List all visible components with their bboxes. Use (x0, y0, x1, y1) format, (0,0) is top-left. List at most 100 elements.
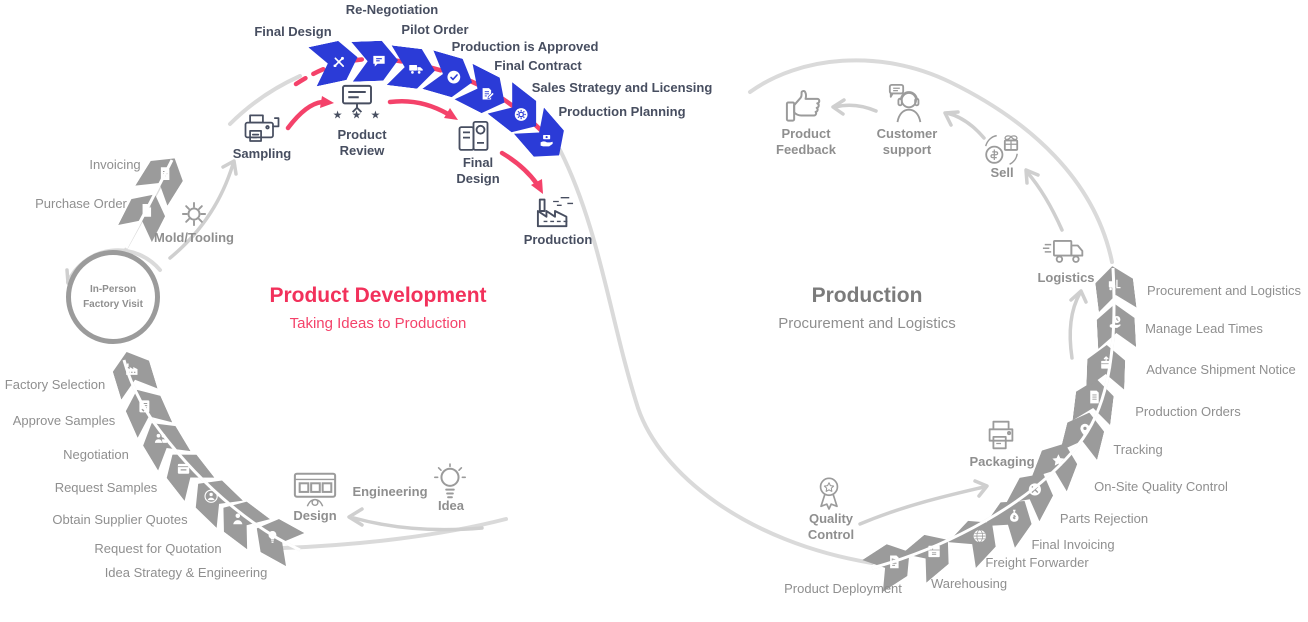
label-re-negotiation: Re-Negotiation (345, 2, 439, 17)
label-idea-strategy: Idea Strategy & Engineering (104, 565, 268, 580)
step-chevron-production-planning (514, 108, 574, 169)
bulb-icon (264, 529, 281, 546)
label-engineering: Engineering (352, 484, 428, 499)
label-final-design-node: Final Design (456, 155, 500, 186)
strategy-icon (513, 106, 530, 123)
label-onsite-quality-control: On-Site Quality Control (1094, 479, 1228, 494)
step-chevron-pilot-order (387, 45, 438, 90)
label-production-orders: Production Orders (1135, 404, 1241, 419)
label-warehousing: Warehousing (930, 576, 1008, 591)
review-stars: ★ ★ ★ (332, 109, 384, 122)
packaging-machine-icon (982, 416, 1020, 454)
leadtime-icon (1107, 314, 1124, 331)
step-chevron-sales-strategy (488, 82, 549, 142)
factory-icon (123, 361, 140, 378)
pink-arrows (285, 99, 540, 187)
factory-visit-node: In-Person Factory Visit (66, 250, 160, 344)
review-board-icon (336, 82, 378, 116)
label-sampling: Sampling (232, 146, 292, 161)
contract-icon (479, 85, 496, 102)
s-curve-left-to-right-circle (558, 148, 874, 565)
people-icon (152, 430, 169, 447)
sampling-to-review-arrow (285, 99, 325, 131)
truck-icon (408, 60, 425, 77)
label-sell: Sell (990, 165, 1014, 180)
user-icon (229, 510, 246, 527)
left-circle-bottom-arc (281, 517, 508, 550)
logistics-truck-icon (1042, 234, 1086, 268)
label-product-deployment: Product Deployment (784, 581, 902, 596)
label-request-samples: Request Samples (54, 480, 158, 495)
right-cycle-subtitle: Procurement and Logistics (778, 315, 956, 332)
label-packaging: Packaging (969, 454, 1035, 469)
label-production-planning: Production Planning (558, 104, 686, 119)
label-production-node: Production (523, 232, 593, 247)
money-icon (538, 133, 555, 150)
logistics-to-sell-arrow (1025, 170, 1064, 232)
step-chevron-re-negotiation (351, 40, 398, 82)
right-cycle-title: Production (811, 284, 923, 307)
label-final-contract: Final Contract (494, 58, 582, 73)
label-manage-lead-times: Manage Lead Times (1145, 321, 1263, 336)
step-chevron-procurement-logistics (1093, 264, 1136, 312)
label-negotiation: Negotiation (63, 447, 129, 462)
review-to-finaldesign-arrow (387, 99, 451, 117)
label-purchase-order: Purchase Order (35, 196, 127, 211)
browser-icon (175, 460, 192, 477)
left-cycle-title: Product Development (269, 284, 487, 307)
production-factory-icon (532, 192, 578, 230)
gear-icon (175, 195, 213, 233)
idea-to-design-arrow (352, 516, 484, 532)
support-to-feedback-arrow (833, 103, 878, 113)
label-parts-rejection: Parts Rejection (1059, 511, 1149, 526)
label-sales-strategy: Sales Strategy and Licensing (531, 80, 713, 95)
globe-icon (971, 528, 988, 545)
idea-bulb-icon (431, 462, 469, 504)
quality-medal-icon (813, 473, 845, 513)
step-chevron-final-contract (454, 64, 513, 121)
invoice-icon (157, 165, 174, 182)
label-production-approved: Production is Approved (451, 39, 599, 54)
label-pilot-order: Pilot Order (401, 22, 469, 37)
right-circle-top-arc (748, 58, 1114, 264)
label-product-review: Product Review (337, 127, 387, 158)
label-invoicing: Invoicing (89, 157, 141, 172)
up-to-logistics-arrow (1068, 291, 1082, 360)
left-cycle-subtitle: Taking Ideas to Production (289, 315, 467, 332)
label-obtain-supplier-quotes: Obtain Supplier Quotes (52, 512, 188, 527)
user-circle-icon (203, 488, 220, 505)
sell-coin-gift-icon (980, 128, 1022, 170)
shipment-icon (1098, 355, 1115, 372)
left-circle-topleft-arc (228, 74, 302, 126)
mold-to-sampling-arrow (168, 162, 235, 260)
doc-icon (1086, 389, 1103, 406)
label-procurement-logistics: Procurement and Logistics (1147, 283, 1301, 298)
factory-visit-label: In-Person Factory Visit (83, 284, 143, 310)
pin-icon (1076, 422, 1093, 439)
label-factory-selection: Factory Selection (4, 377, 106, 392)
label-freight-forwarder: Freight Forwarder (985, 555, 1089, 570)
file-icon (138, 202, 155, 219)
qc-to-packaging-arrow (858, 485, 986, 526)
sampling-machine-icon (240, 108, 284, 152)
customer-support-icon (884, 82, 930, 124)
label-mold-tooling: Mold/Tooling (154, 230, 234, 245)
label-request-for-quotation: Request for Quotation (94, 541, 222, 556)
warehouse-icon (926, 543, 943, 560)
clipboard-icon (136, 398, 153, 415)
step-chevron-production-approved (422, 50, 477, 101)
deploy-icon (886, 553, 903, 570)
label-final-design-top: Final Design (254, 24, 332, 39)
check-icon (445, 69, 462, 86)
label-tracking: Tracking (1113, 442, 1163, 457)
chat-icon (371, 52, 388, 69)
label-idea: Idea (437, 498, 465, 513)
label-advance-shipment-notice: Advance Shipment Notice (1146, 362, 1296, 377)
label-design: Design (293, 508, 337, 523)
label-final-invoicing: Final Invoicing (1031, 537, 1115, 552)
thumbs-up-icon (783, 88, 827, 126)
label-product-feedback: Product Feedback (776, 126, 836, 157)
reject-icon (1026, 481, 1043, 498)
label-quality-control: Quality Control (807, 511, 855, 542)
